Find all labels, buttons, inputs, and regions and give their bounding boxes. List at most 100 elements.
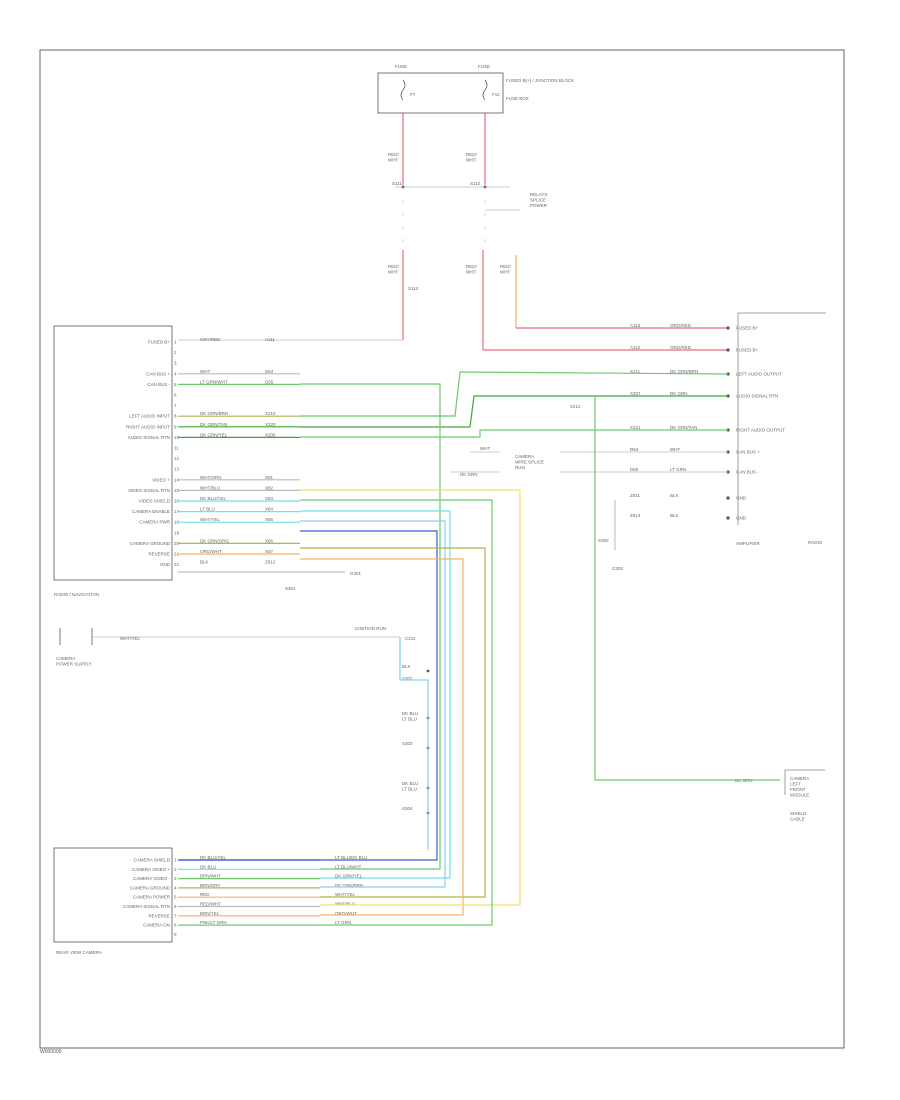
fuse-b-number: F12 <box>492 92 500 97</box>
bottom-pin-wire2: LT GRN <box>335 920 351 925</box>
left-pin-label: VIDEO SIGNAL RTN <box>128 488 170 493</box>
left-ground-label: G301 <box>350 571 362 576</box>
right-pin-label: FUSED B+ <box>736 326 759 331</box>
splice-top-right-label: S112 <box>470 181 481 186</box>
right-pin-label: LEFT AUDIO OUTPUT <box>736 372 782 377</box>
left-pin-circuit: X83 <box>265 496 274 501</box>
camera-power-wire: WHT/YEL <box>120 636 140 641</box>
audio-rtn-wire <box>300 395 728 428</box>
bottom-pin-wire2: LT BLU/DK BLU <box>335 855 367 860</box>
audio-left-wire <box>300 371 729 417</box>
left-pin-number: 19 <box>174 530 180 535</box>
bottom-pin-wire: DK BLU <box>200 864 216 869</box>
bottom-pin-number: 3 <box>174 876 177 881</box>
left-pin-label: CAN BUS - <box>147 382 170 387</box>
left-pin-wire: DK GRN/TAN <box>200 422 227 427</box>
bottom-pin-wire: RED <box>200 892 210 897</box>
bottom-pin-number: 8 <box>174 923 177 928</box>
bottom-pin-wire2: ORG/WHT <box>335 911 357 916</box>
left-pin-number: 17 <box>174 509 180 514</box>
bottom-pin-wire: RED/WHT <box>200 902 221 907</box>
left-pin-wire: LT GRN/WHT <box>200 379 228 384</box>
left-pin-label: CAMERA PWR <box>139 520 171 525</box>
bottom-pin-label: CAMERA VIDEO - <box>133 876 171 881</box>
bottom-pin-wire2: DK GRN/YEL <box>335 874 363 879</box>
left-pin-number: 22 <box>174 562 180 567</box>
right-pin-wire: BLK <box>670 513 679 518</box>
right-pin-wire: WHT <box>670 447 680 452</box>
bottom-pin-number: 1 <box>174 858 177 863</box>
left-pin-wire: WHT/ORG <box>200 475 222 480</box>
bottom-pin-wire: BRN/GRY <box>200 883 220 888</box>
left-pin-label: REVERSE <box>148 552 170 557</box>
bottom-pin-wire2: WHT/BLU <box>335 902 355 907</box>
fuse-block: FUSE FUSE F7 F12 FUSED B(+) / JUNCTION B… <box>377 64 574 114</box>
bottom-module-name: REAR VIEW CAMERA <box>56 950 102 955</box>
left-pin-circuit: X81 <box>265 475 274 480</box>
diagram-frame <box>39 49 845 1049</box>
left-pin-number: 6 <box>174 393 177 398</box>
right-pin-terminal <box>726 516 730 520</box>
left-pin-number: 18 <box>174 520 180 525</box>
signal-wires <box>178 371 780 926</box>
left-pin-circuit: D64 <box>265 369 274 374</box>
bottom-pin-wire2: LT BLU/WHT <box>335 864 362 869</box>
right-pin-terminal <box>726 348 730 352</box>
right-pin-circuit: X211 <box>630 369 641 374</box>
left-pin-wire: ORG/WHT <box>200 549 222 554</box>
right-ground-label: G300 <box>612 566 624 571</box>
left-pin-circuit: Z912 <box>265 560 276 565</box>
left-pin-label: FUSED B+ <box>148 340 171 345</box>
bottom-module-box <box>53 847 173 943</box>
top-wire-label-2: RED/WHT <box>466 152 478 163</box>
diagram-code: W000000 <box>40 1049 62 1055</box>
can-bus-wire <box>300 383 441 870</box>
splice-top-left-label: S111 <box>392 181 402 186</box>
bottom-pin-wire2: WHT/YEL <box>335 892 355 897</box>
camera-supply-wire <box>399 637 429 850</box>
right-pin-wire: DK GRN/BRN <box>670 369 698 374</box>
shield-wire <box>178 530 438 861</box>
mid-splice-label: S303 <box>402 741 413 746</box>
left-pin-wire: WHT/YEL <box>200 517 220 522</box>
bottom-pin-label: CAMERA POWER <box>133 895 171 900</box>
right-pin-wire: DK GRN <box>670 391 688 396</box>
right-ground-splice: S300 <box>598 538 609 543</box>
mid-splice-dot <box>426 669 430 673</box>
right-splice: S212 <box>570 404 581 409</box>
left-pin-wire: LT BLU <box>200 507 215 512</box>
left-pin-number: 16 <box>174 499 180 504</box>
camera-on-wire <box>300 499 493 926</box>
audio-right-wire <box>300 429 728 438</box>
red-wires <box>178 113 728 351</box>
bottom-pin-wire: DK BLU/YEL <box>200 855 227 860</box>
video-rtn-wire <box>300 520 446 888</box>
left-pin-number: 2 <box>174 350 177 355</box>
left-pin-wire: WHT <box>200 369 210 374</box>
camera-ground-wire <box>300 547 486 898</box>
left-pin-circuit: X82 <box>265 485 274 490</box>
right-module-note: RADIO <box>808 540 823 545</box>
camera-power-right-conn: C211 <box>405 636 416 641</box>
left-pin-number: 4 <box>174 371 177 376</box>
left-pin-circuit: X87 <box>265 549 274 554</box>
left-pin-label: CAMERA ENABLE <box>132 509 170 514</box>
left-pin-wire: GRY/RED <box>200 337 221 342</box>
right-pin-circuit: D65 <box>630 467 639 472</box>
fuse-b-symbol <box>482 79 488 101</box>
right-pin-terminal <box>726 496 730 500</box>
bottom-pin-number: 6 <box>174 904 177 909</box>
left-pin-number: 9 <box>174 424 177 429</box>
left-pin-label: VIDEO SHIELD <box>138 499 170 504</box>
left-pin-number: 15 <box>174 488 180 493</box>
left-pin-circuit: D65 <box>265 379 274 384</box>
